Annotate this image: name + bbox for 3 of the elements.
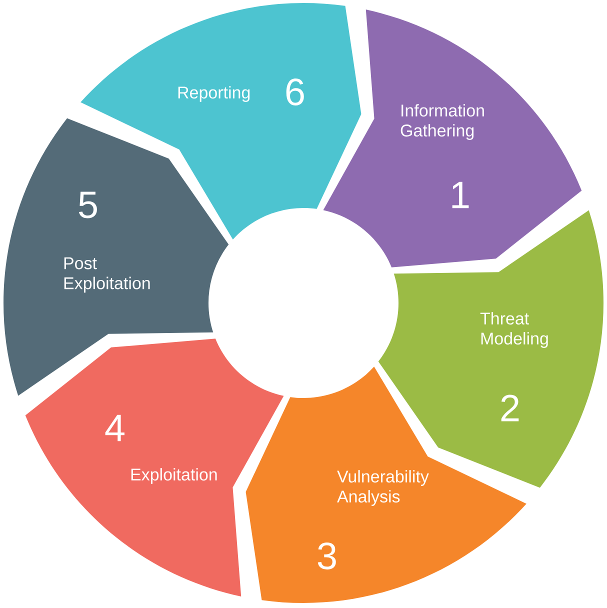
cycle-segment: 5 Post Exploitation <box>4 118 229 396</box>
cycle-segment: Information Gathering 1 <box>323 10 582 268</box>
cycle-segment: 4 Exploitation <box>25 338 284 596</box>
